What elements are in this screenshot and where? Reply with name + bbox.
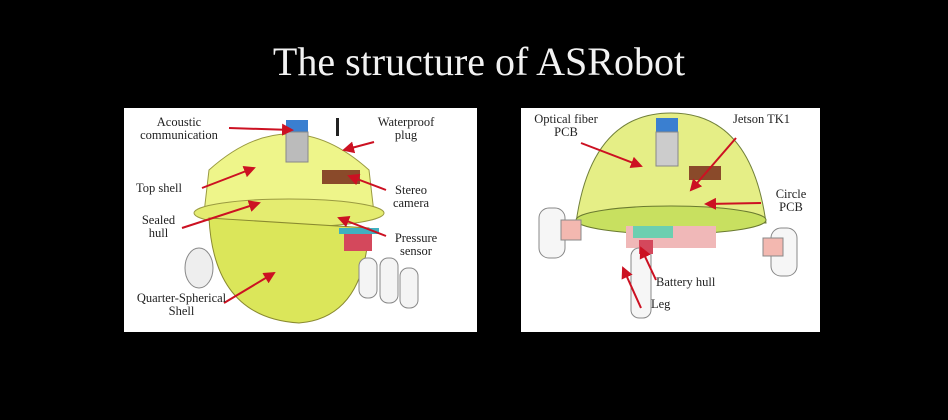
label-pressure-sensor: Pressure sensor: [394, 231, 438, 258]
label-optical-fiber-pcb: Optical fiber PCB: [534, 112, 598, 139]
asrobot-interior-diagram: Optical fiber PCB Jetson TK1 Circle PCB …: [521, 108, 820, 332]
label-acoustic-communication: Acoustic communication: [140, 115, 218, 142]
label-leg: Leg: [651, 297, 671, 311]
label-quarter-spherical-shell: Quarter-Spherical Shell: [136, 291, 227, 318]
label-waterproof-plug: Waterproof plug: [377, 115, 435, 142]
label-jetson-tk1: Jetson TK1: [733, 112, 791, 126]
label-top-shell: Top shell: [136, 181, 182, 195]
label-sealed-hull: Sealed hull: [141, 213, 176, 240]
asrobot-exterior-diagram: Acoustic communication Waterproof plug T…: [124, 108, 477, 332]
robot-interior-illustration: [538, 112, 798, 319]
robot-exterior-illustration: [181, 118, 419, 324]
slide-title: The structure of ASRobot: [272, 39, 686, 84]
label-circle-pcb: Circle PCB: [775, 187, 807, 214]
label-battery-hull: Battery hull: [656, 275, 716, 289]
label-stereo-camera: Stereo camera: [392, 183, 430, 210]
